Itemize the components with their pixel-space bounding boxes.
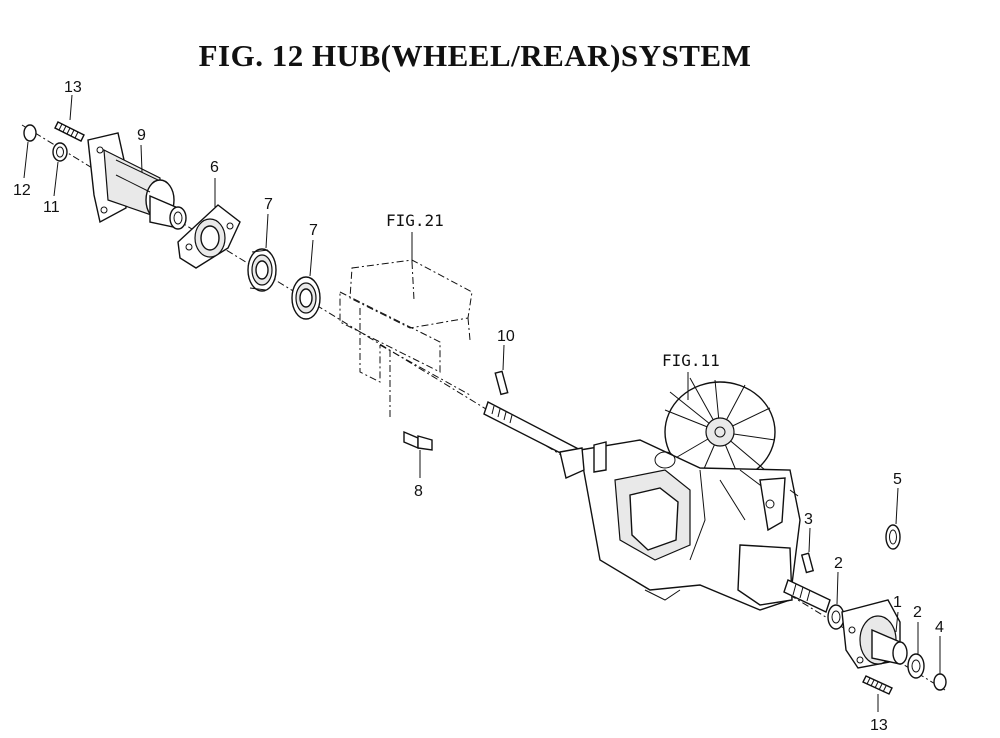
right-axle-end bbox=[783, 579, 831, 613]
part-10-key[interactable] bbox=[494, 344, 509, 396]
callout-7a: 7 bbox=[264, 196, 273, 213]
part-13-stud-bolt-bottom[interactable] bbox=[862, 675, 893, 712]
callout-3: 3 bbox=[804, 511, 813, 528]
fig21-reference: FIG.21 bbox=[386, 211, 444, 230]
callout-6: 6 bbox=[210, 159, 219, 176]
part-4-snap-ring[interactable] bbox=[933, 636, 947, 691]
part-9-hub-flange[interactable] bbox=[87, 132, 187, 230]
callout-7b: 7 bbox=[309, 222, 318, 239]
part-5-washer[interactable] bbox=[885, 487, 901, 550]
callout-1: 1 bbox=[893, 594, 902, 611]
callout-13-bottom: 13 bbox=[870, 717, 888, 734]
callout-2b: 2 bbox=[913, 604, 922, 621]
part-13-stud-bolt-top[interactable] bbox=[54, 94, 85, 142]
part-7-bearing-a[interactable] bbox=[247, 213, 277, 292]
callout-2a: 2 bbox=[834, 555, 843, 572]
callout-11: 11 bbox=[43, 199, 60, 216]
part-6-bearing-retainer[interactable] bbox=[177, 178, 241, 269]
fig21-axle-housing-outline bbox=[339, 232, 473, 420]
part-1-hub-flange[interactable] bbox=[841, 599, 908, 669]
part-7-bearing-b[interactable] bbox=[291, 239, 321, 320]
callout-9: 9 bbox=[137, 127, 146, 144]
callout-10: 10 bbox=[497, 328, 515, 345]
fig11-reference: FIG.11 bbox=[662, 351, 720, 370]
fig11-cooling-fan bbox=[664, 372, 776, 483]
part-12-snap-ring[interactable] bbox=[23, 124, 37, 179]
callout-4: 4 bbox=[935, 619, 944, 636]
part-3-key[interactable] bbox=[800, 527, 815, 574]
callout-13-top: 13 bbox=[64, 79, 82, 96]
diagram-title: FIG. 12 HUB(WHEEL/REAR)SYSTEM bbox=[198, 38, 752, 73]
callout-12: 12 bbox=[13, 182, 31, 199]
part-8-bolt[interactable] bbox=[403, 430, 433, 478]
part-2-washer-b[interactable] bbox=[907, 622, 925, 679]
callout-5: 5 bbox=[893, 471, 902, 488]
callout-8: 8 bbox=[414, 483, 423, 500]
part-11-washer[interactable] bbox=[52, 142, 68, 197]
transaxle-housing bbox=[559, 439, 801, 611]
